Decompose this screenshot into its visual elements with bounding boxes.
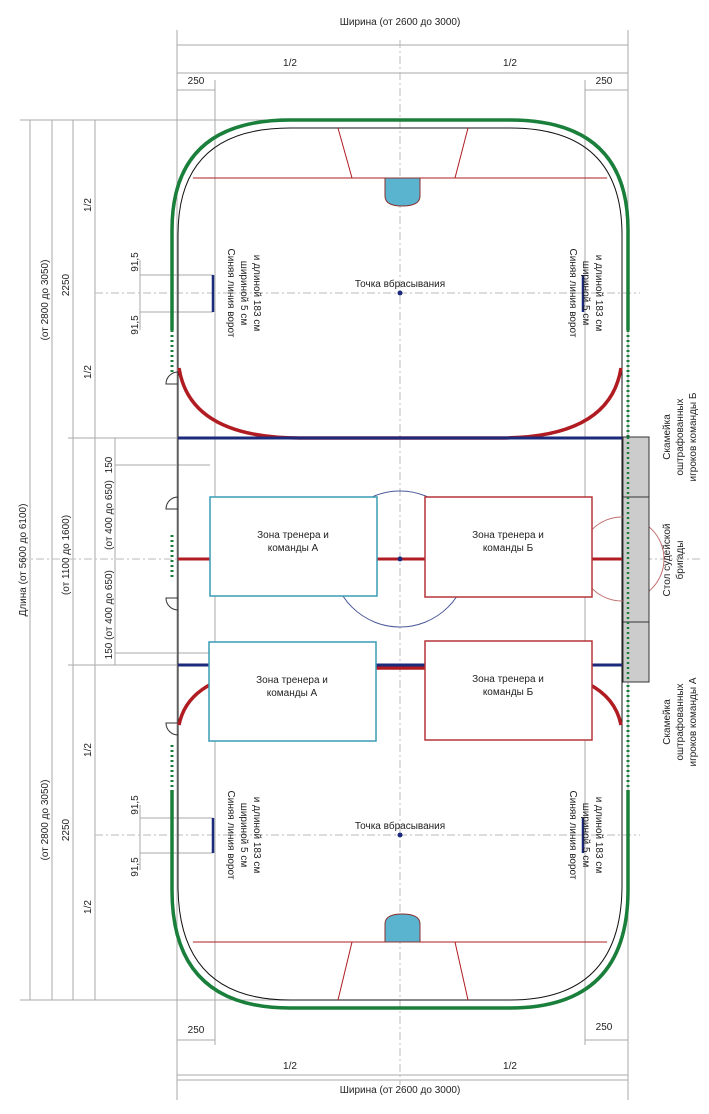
coach-zone-dim-label: (от 400 до 650) — [104, 570, 115, 640]
boards-outer-bottom — [170, 790, 630, 1010]
coach-zone-b-top — [424, 496, 593, 598]
faceoff-label-top: Точка вбрасывания — [355, 278, 445, 290]
half-label: 1/2 — [83, 198, 94, 212]
dist-150-label: 150 — [104, 456, 115, 473]
faceoff-label-bottom: Точка вбрасывания — [355, 820, 445, 832]
coach-zone-dim-label: (от 400 до 650) — [104, 480, 115, 550]
coach-zone-a-bottom — [208, 641, 377, 742]
bottom-dimensions: 250 250 1/2 1/2 Ширина (от 2600 до 3000) — [176, 1000, 629, 1100]
end-zone-arc-bottom — [177, 666, 623, 726]
zone-2250-label: 2250 — [61, 818, 72, 841]
half-label: 1/2 — [503, 1061, 517, 1072]
half-length-label: (от 2800 до 3050) — [40, 780, 51, 861]
neutral-zone-label: (от 1100 до 1600) — [61, 515, 72, 595]
half-label: 1/2 — [83, 365, 94, 379]
dist-91-5-label: 91,5 — [130, 857, 141, 877]
half-label: 1/2 — [283, 58, 297, 69]
width-label-top: Ширина (от 2600 до 3000) — [340, 17, 461, 28]
width-label-bottom: Ширина (от 2600 до 3000) — [340, 1085, 461, 1096]
zone-2250-label: 2250 — [61, 273, 72, 296]
boards-inner — [177, 127, 623, 1001]
coach-zone-b-bottom — [424, 640, 593, 741]
offset-250-label: 250 — [596, 1022, 613, 1033]
rink: Точка вбрасывания Точка вбрасывания Зона… — [165, 118, 665, 1010]
faceoff-dot-top — [397, 290, 403, 296]
length-label: Длина (от 5600 до 6100) — [18, 504, 29, 617]
half-label: 1/2 — [83, 743, 94, 757]
offset-250-label: 250 — [188, 76, 205, 87]
center-dot — [397, 556, 403, 562]
dist-91-5-label: 91,5 — [130, 315, 141, 335]
half-length-label: (от 2800 до 3050) — [40, 260, 51, 341]
coach-zone-a-top — [209, 496, 378, 597]
dist-150-label: 150 — [104, 642, 115, 659]
goal-crease-top — [384, 177, 421, 207]
dist-91-5-label: 91,5 — [130, 252, 141, 272]
boards-outer-top — [170, 118, 630, 330]
offset-250-label: 250 — [188, 1025, 205, 1036]
dist-91-5-label: 91,5 — [130, 795, 141, 815]
half-label: 1/2 — [83, 900, 94, 914]
offset-250-label: 250 — [596, 76, 613, 87]
faceoff-dot-bottom — [397, 832, 403, 838]
goal-crease-bottom — [384, 913, 421, 943]
half-label: 1/2 — [283, 1061, 297, 1072]
half-label: 1/2 — [503, 58, 517, 69]
